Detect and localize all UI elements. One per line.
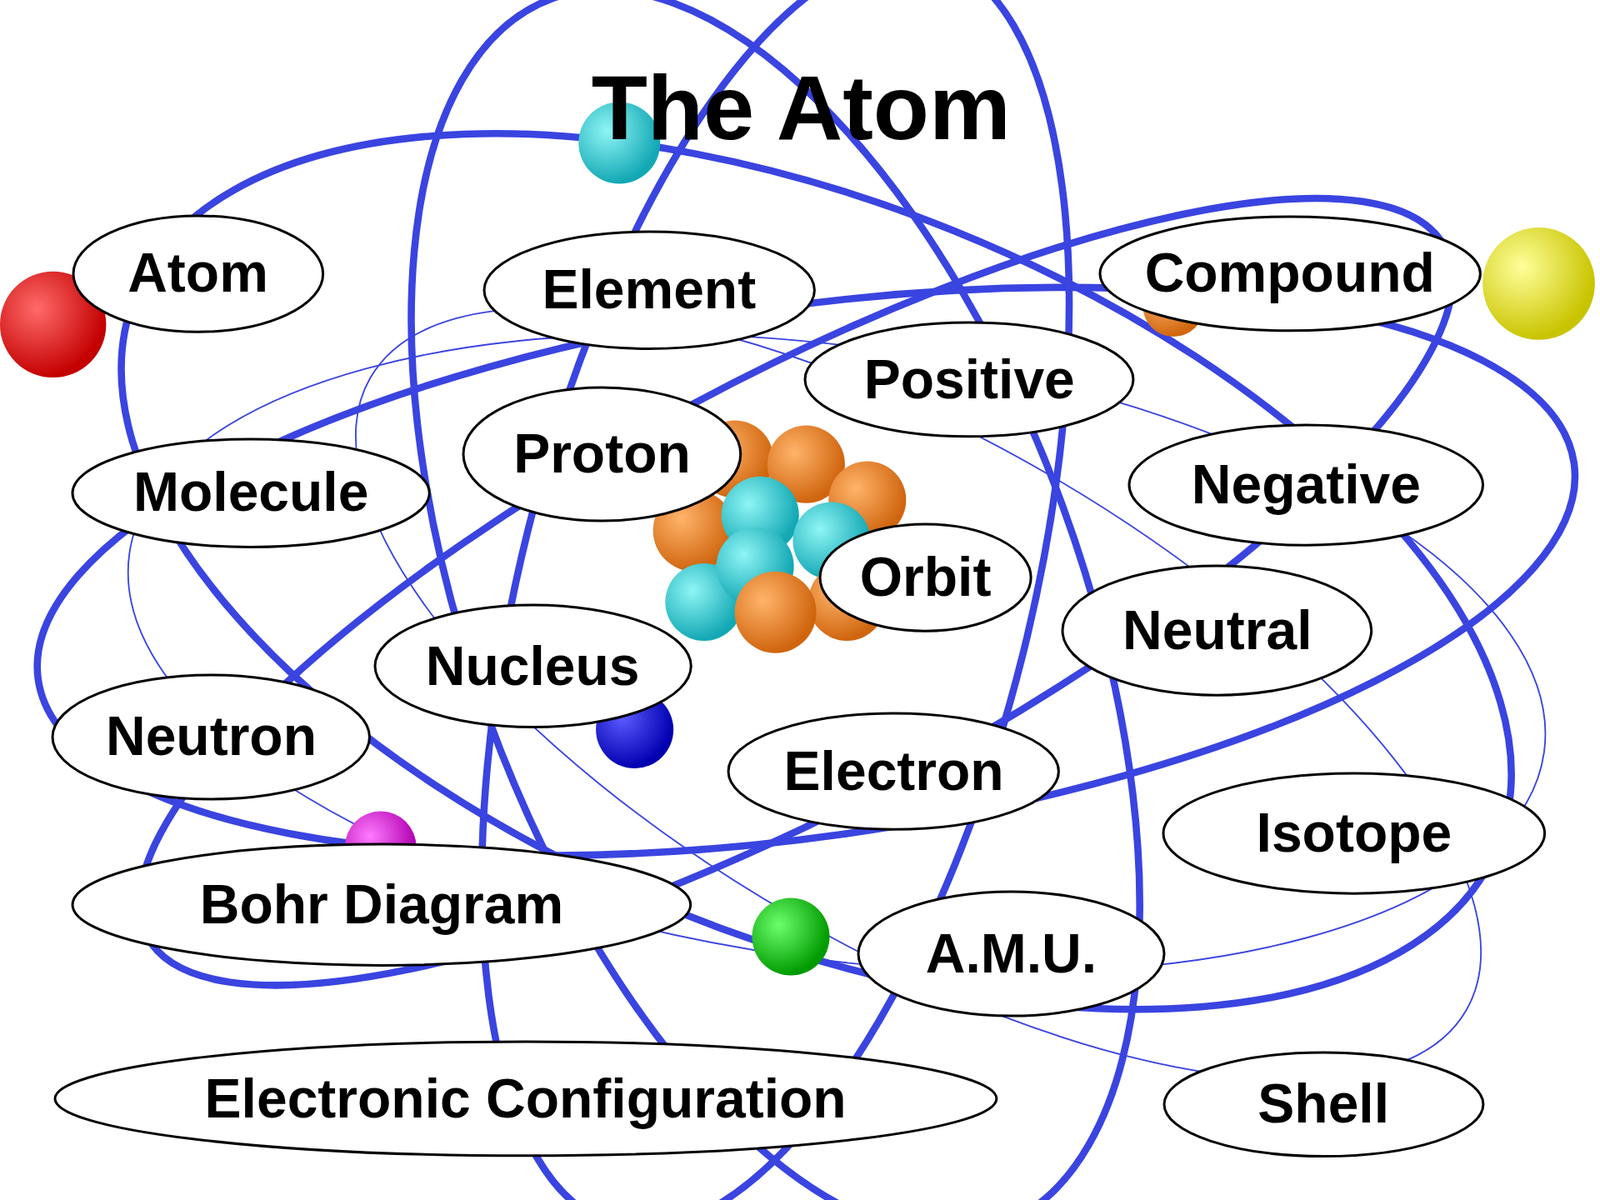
ellipse-shape xyxy=(805,322,1134,437)
ellipse-shape xyxy=(375,605,691,728)
ellipse-shape xyxy=(52,675,370,800)
ellipse-shape xyxy=(1100,216,1480,331)
term-ellipse: Nucleus xyxy=(373,603,693,730)
term-ellipse: Atom xyxy=(71,214,325,334)
term-text: Neutral xyxy=(1122,599,1312,663)
term-text: Positive xyxy=(864,348,1075,412)
term-ellipse: A.M.U. xyxy=(856,890,1166,1018)
ellipse-shape xyxy=(55,1041,997,1156)
term-text: Isotope xyxy=(1256,801,1453,865)
term-ellipse: Electron xyxy=(726,711,1060,831)
term-ellipse: Isotope xyxy=(1161,771,1547,895)
ellipse-shape xyxy=(1163,773,1545,894)
ellipse-shape xyxy=(1062,565,1372,695)
term-text: Element xyxy=(541,258,756,322)
term-text: Bohr Diagram xyxy=(200,873,564,937)
term-text: Negative xyxy=(1191,453,1421,517)
electron-balls xyxy=(0,101,1595,975)
term-ellipse: Positive xyxy=(803,320,1135,439)
term-text: Neutron xyxy=(105,705,317,769)
term-text: Shell xyxy=(1257,1072,1390,1136)
term-text: Compound xyxy=(1145,241,1435,305)
term-text: Orbit xyxy=(860,545,992,610)
diagram-title: The Atom xyxy=(591,56,1011,158)
term-ellipse: Negative xyxy=(1127,423,1485,547)
ellipse-shape xyxy=(858,891,1165,1016)
term-ellipse: Bohr Diagram xyxy=(70,842,693,967)
term-text: A.M.U. xyxy=(925,922,1097,986)
ellipse-shape xyxy=(1164,1052,1484,1157)
ellipse-shape xyxy=(463,387,741,521)
ellipse-shape xyxy=(72,844,691,965)
term-text: Nucleus xyxy=(425,635,640,699)
term-text: Molecule xyxy=(133,460,369,525)
ellipse-shape xyxy=(1129,425,1484,545)
term-text: Atom xyxy=(127,241,269,305)
term-ellipse: Element xyxy=(482,230,816,350)
term-ellipse: Molecule xyxy=(70,437,431,549)
term-ellipse: Orbit xyxy=(818,522,1033,633)
ellipse-shape xyxy=(820,524,1031,631)
term-ellipse: Shell xyxy=(1162,1050,1485,1159)
term-ellipse: Proton xyxy=(461,385,743,523)
term-text: Proton xyxy=(513,422,691,486)
ellipse-shape xyxy=(728,713,1059,830)
term-ellipse: Electronic Configuration xyxy=(53,1040,999,1158)
ellipse-shape xyxy=(73,215,324,332)
term-text: Electron xyxy=(784,740,1005,804)
term-ellipse: Neutron xyxy=(50,673,371,801)
term-ellipse: Compound xyxy=(1098,215,1482,333)
term-text: Electronic Configuration xyxy=(205,1067,847,1131)
term-ellipse: Neutral xyxy=(1060,564,1374,697)
ellipse-shape xyxy=(72,439,430,547)
ellipse-shape xyxy=(484,230,815,348)
